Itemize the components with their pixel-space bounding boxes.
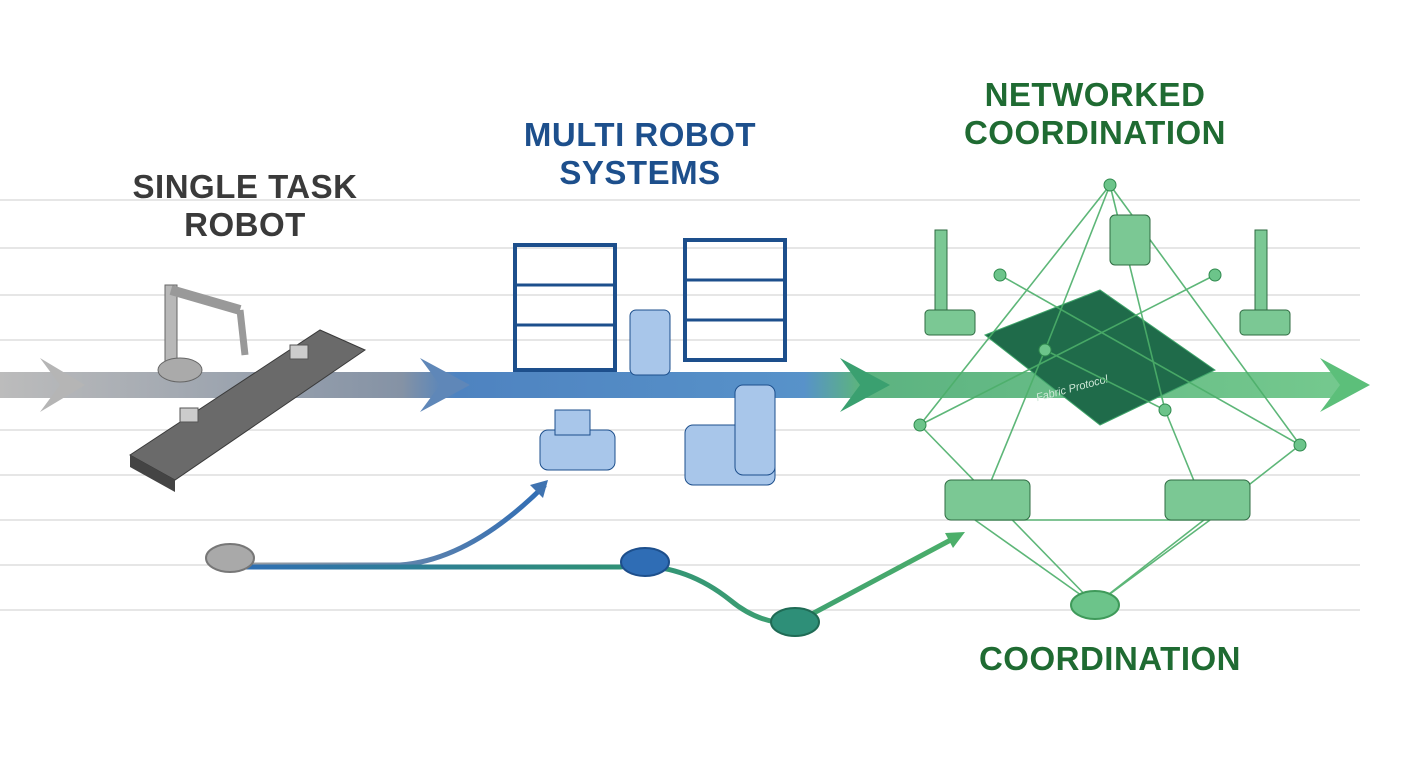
title-line: SINGLE TASK <box>132 168 358 205</box>
title-line: SYSTEMS <box>559 154 721 191</box>
single-task-robot-illustration <box>129 284 367 492</box>
bottom-coordination-label: COORDINATION <box>978 640 1242 677</box>
timeline-paths <box>230 480 965 626</box>
title-line: NETWORKED <box>984 76 1206 113</box>
stage-title-networked: NETWORKED COORDINATION <box>930 76 1260 152</box>
node-multi <box>620 547 670 577</box>
title-line: COORDINATION <box>963 114 1227 151</box>
node-networked <box>1070 590 1120 620</box>
title-line: ROBOT <box>184 206 306 243</box>
multi-robot-illustration <box>513 238 787 486</box>
stage-title-single: SINGLE TASK ROBOT <box>100 168 390 244</box>
node-transition <box>770 607 820 637</box>
node-single <box>205 543 255 573</box>
timeline-nodes <box>205 543 1120 637</box>
stage-title-multi: MULTI ROBOT SYSTEMS <box>500 116 780 192</box>
title-line: MULTI ROBOT <box>523 116 757 153</box>
networked-coordination-illustration: Fabric Protocol <box>913 178 1307 606</box>
